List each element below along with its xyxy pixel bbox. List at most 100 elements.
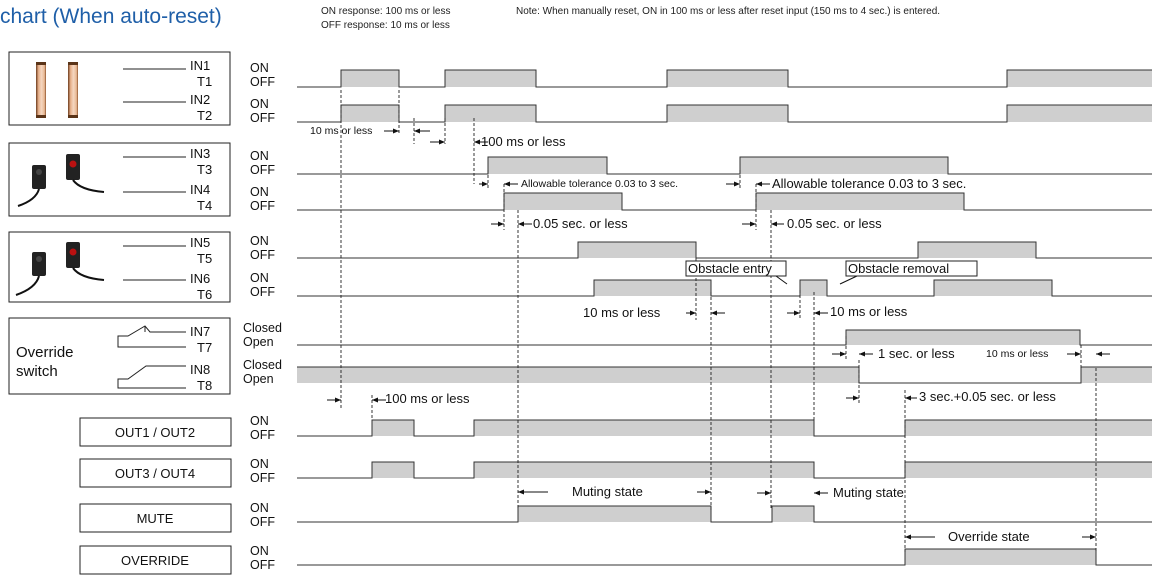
state-open-t7: Open: [243, 335, 274, 349]
state-off-t6: OFF: [250, 285, 275, 299]
on-pulse: [341, 105, 399, 122]
timing-arrow: [1096, 352, 1110, 357]
annotation-005-2: 0.05 sec. or less: [787, 216, 882, 231]
on-pulse: [1007, 105, 1152, 122]
state-closed-t7: Closed: [243, 321, 282, 335]
on-pulse: [594, 280, 711, 296]
obstacle-pointer: [776, 276, 787, 284]
timing-arrow: [787, 311, 800, 316]
on-pulse: [372, 462, 414, 478]
on-pulse: [474, 462, 814, 478]
timing-arrow: [726, 182, 740, 187]
on-pulse: [488, 157, 607, 174]
obstacle-entry-label: Obstacle entry: [688, 261, 772, 276]
state-closed-t8: Closed: [243, 358, 282, 372]
timing-arrow: [414, 129, 430, 134]
state-labels: ON OFF ON OFF ON OFF ON OFF ON OFF ON OF…: [243, 61, 282, 572]
on-pulse: [934, 280, 1052, 296]
on-response-note: ON response: 100 ms or less: [321, 6, 451, 17]
signal-line: [297, 193, 1152, 210]
off-response-note: OFF response: 10 ms or less: [321, 20, 450, 31]
timing-arrow: [832, 352, 846, 357]
timing-arrow: [686, 311, 696, 316]
in4-label: IN4: [190, 182, 210, 197]
in5-label: IN5: [190, 235, 210, 250]
waveform-mute: [297, 506, 1152, 522]
on-pulse: [905, 549, 1096, 565]
in6-label: IN6: [190, 271, 210, 286]
out12-label: OUT1 / OUT2: [115, 425, 195, 440]
chart-title: chart (When auto-reset): [0, 5, 222, 28]
annotation-3sec: 3 sec.+0.05 sec. or less: [919, 389, 1056, 404]
t2-label: T2: [197, 108, 212, 123]
state-on-mute: ON: [250, 501, 269, 515]
on-pulse: [578, 242, 696, 258]
signal-line: [297, 157, 1152, 174]
annotation-1sec: 1 sec. or less: [878, 346, 955, 361]
signal-line: [297, 506, 1152, 522]
on-pulse: [297, 367, 859, 383]
waveform-t1: [297, 70, 1152, 87]
timing-arrow: [327, 398, 341, 403]
timing-arrow: [742, 222, 756, 227]
timing-arrow: [757, 491, 771, 496]
on-pulse: [905, 420, 1152, 436]
annotation-10ms-c: 10 ms or less: [986, 348, 1048, 360]
mute-label: MUTE: [137, 511, 174, 526]
dashed-guides: [341, 90, 1096, 552]
t8-label: T8: [197, 378, 212, 393]
on-pulse: [667, 70, 788, 87]
state-open-t8: Open: [243, 372, 274, 386]
on-pulse: [800, 280, 827, 296]
state-off-mute: OFF: [250, 515, 275, 529]
timing-arrow: [846, 396, 859, 401]
annotation-10ms-b2: 10 ms or less: [830, 304, 908, 319]
annotation-10ms-a: 10 ms or less: [310, 125, 372, 137]
state-on-out12: ON: [250, 414, 269, 428]
on-pulse: [846, 330, 1080, 345]
annotation-tolerance-short: Allowable tolerance 0.03 to 3 sec.: [521, 178, 678, 190]
muting-state-label-1: Muting state: [572, 484, 643, 499]
waveform-t4: [297, 193, 1152, 210]
override-switch-line2: switch: [16, 363, 58, 380]
on-pulse: [474, 420, 814, 436]
timing-arrow: [430, 140, 445, 145]
timing-arrow: [518, 222, 532, 227]
waveforms: [297, 70, 1152, 565]
state-on-override: ON: [250, 544, 269, 558]
timing-arrow: [859, 352, 873, 357]
waveform-t3: [297, 157, 1152, 174]
state-on-t3: ON: [250, 149, 269, 163]
t1-label: T1: [197, 74, 212, 89]
override-label: OVERRIDE: [121, 553, 189, 568]
timing-arrow: [1082, 535, 1096, 540]
waveform-out1-out2: [297, 420, 1152, 436]
timing-arrow: [711, 311, 725, 316]
manual-reset-note: Note: When manually reset, ON in 100 ms …: [516, 6, 940, 17]
override-switch-line1: Override: [16, 344, 74, 361]
on-pulse: [905, 462, 1152, 478]
state-off-out34: OFF: [250, 471, 275, 485]
state-on-t4: ON: [250, 185, 269, 199]
on-pulse: [372, 420, 414, 436]
out34-label: OUT3 / OUT4: [115, 466, 195, 481]
state-off-override: OFF: [250, 558, 275, 572]
state-on-t6: ON: [250, 271, 269, 285]
state-on-t5: ON: [250, 234, 269, 248]
timing-arrow: [905, 396, 917, 401]
on-pulse: [504, 193, 622, 210]
muting-state-label-2: Muting state: [833, 485, 904, 500]
timing-arrow: [905, 535, 935, 540]
annotation-100ms-out: 100 ms or less: [385, 391, 470, 406]
in3-label: IN3: [190, 146, 210, 161]
state-off-out12: OFF: [250, 428, 275, 442]
waveform-t8: [297, 367, 1152, 383]
waveform-t7: [297, 330, 1152, 345]
state-off-t2: OFF: [250, 111, 275, 125]
timing-arrow: [491, 222, 504, 227]
annotation-100ms-a: 100 ms or less: [481, 134, 566, 149]
t5-label: T5: [197, 251, 212, 266]
on-pulse: [445, 70, 536, 87]
t4-label: T4: [197, 198, 212, 213]
annotation-10ms-b1: 10 ms or less: [583, 305, 661, 320]
